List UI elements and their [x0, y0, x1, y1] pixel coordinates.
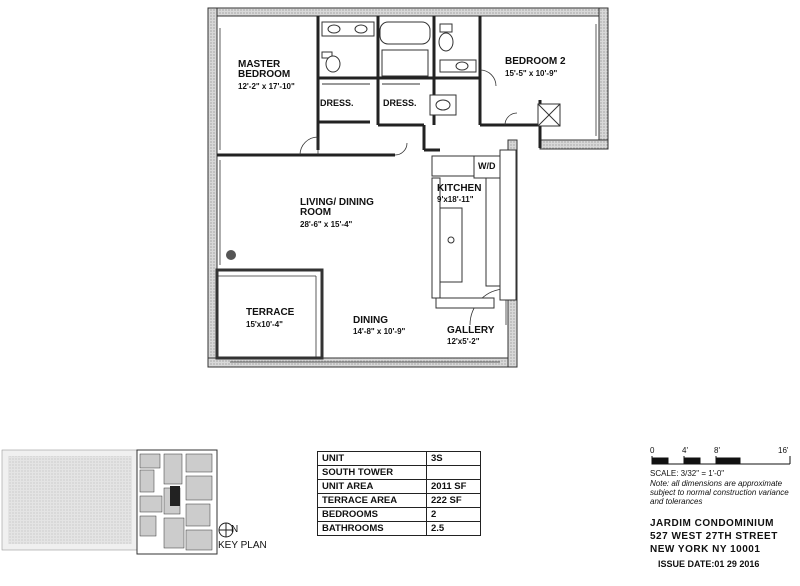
- washer-dryer-label: W/D: [478, 161, 496, 171]
- scale-label: SCALE: 3/32" = 1'-0": [650, 469, 725, 478]
- note-line: and tolerances: [650, 497, 703, 506]
- table-cell-value: 2: [426, 507, 481, 522]
- table-cell-value: 3S: [426, 451, 481, 466]
- gallery-label: GALLERY: [447, 325, 495, 336]
- issue-date: ISSUE DATE:01 29 2016: [658, 559, 760, 569]
- dimensions-note: Note: all dimensions are approximate sub…: [650, 479, 800, 506]
- interior-walls: [217, 16, 542, 157]
- master-bedroom-label: MASTER BEDROOM: [238, 59, 291, 80]
- bedroom-2-label: BEDROOM 2: [505, 56, 566, 67]
- kitchen-fixtures: [431, 149, 517, 309]
- scale-tick-0: 0: [650, 446, 655, 455]
- note-line: subject to normal construction variance: [650, 488, 789, 497]
- dining-dimensions: 14'-8" x 10'-9": [353, 327, 406, 336]
- key-plan-label: KEY PLAN: [218, 540, 267, 551]
- note-line: Note: all dimensions are approximate: [650, 479, 783, 488]
- bathroom-fixtures: [321, 21, 561, 127]
- terrace-dimensions: 15'x10'-4": [246, 320, 283, 329]
- dress-closet-1-label: DRESS.: [320, 98, 354, 108]
- table-cell-value: 222 SF: [426, 493, 481, 508]
- living-dining-room-label: LIVING/ DINING ROOM: [300, 197, 374, 218]
- master-bedroom-dimensions: 12'-2" x 17'-10": [238, 82, 295, 91]
- table-cell-value: 2.5: [426, 521, 481, 536]
- living-dining-room-dimensions: 28'-6" x 15'-4": [300, 220, 353, 229]
- table-cell-label: BATHROOMS: [317, 521, 427, 536]
- table-cell-label: SOUTH TOWER: [317, 465, 427, 480]
- terrace-area: [215, 268, 324, 360]
- scale-bar: [651, 456, 791, 465]
- kitchen-label: KITCHEN: [437, 183, 482, 194]
- dining-label: DINING: [353, 315, 388, 326]
- table-cell-label: TERRACE AREA: [317, 493, 427, 508]
- table-cell-label: UNIT AREA: [317, 479, 427, 494]
- table-cell-label: UNIT: [317, 451, 427, 466]
- building-street: 527 WEST 27TH STREET: [650, 531, 778, 542]
- scale-tick-8: 8': [714, 446, 720, 455]
- dress-closet-2-label: DRESS.: [383, 98, 417, 108]
- north-arrow-label: N: [231, 524, 239, 535]
- gallery-dimensions: 12'x5'-2": [447, 337, 480, 346]
- structural-column: [226, 250, 236, 260]
- kitchen-dimensions: 9'x18'-11": [437, 195, 474, 204]
- key-plan-drawing: [1, 449, 234, 555]
- building-city: NEW YORK NY 10001: [650, 544, 761, 555]
- bedroom-2-dimensions: 15'-5" x 10'-9": [505, 69, 558, 78]
- table-cell-value: 2011 SF: [426, 479, 481, 494]
- building-name: JARDIM CONDOMINIUM: [650, 518, 774, 529]
- table-row: SOUTH TOWER: [317, 465, 481, 480]
- scale-tick-4: 4': [682, 446, 688, 455]
- table-cell-label: BEDROOMS: [317, 507, 427, 522]
- scale-tick-16: 16': [778, 446, 789, 455]
- terrace-label: TERRACE: [246, 307, 295, 318]
- key-plan-unit-highlight: [170, 486, 180, 506]
- window-marks: [219, 24, 597, 363]
- table-cell-value: [426, 465, 481, 480]
